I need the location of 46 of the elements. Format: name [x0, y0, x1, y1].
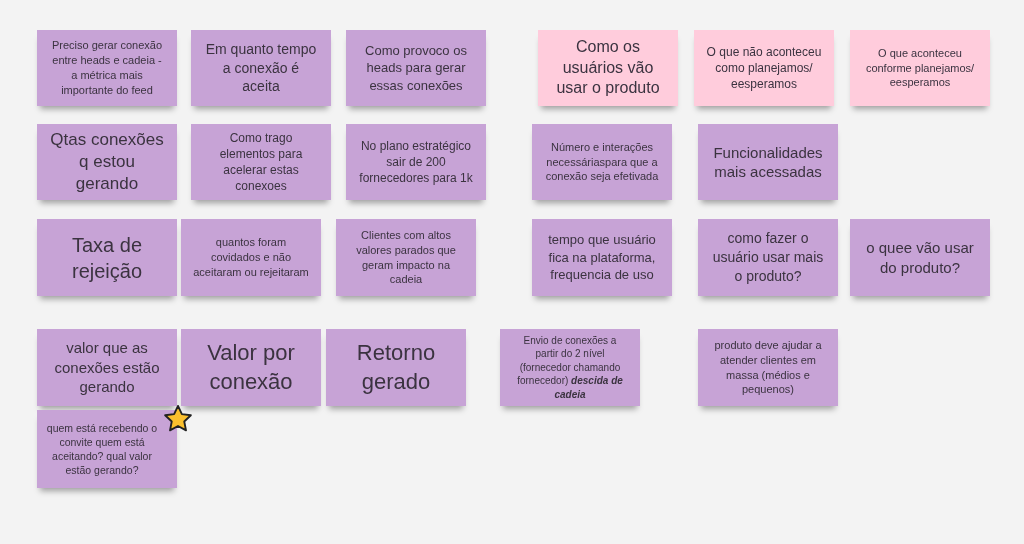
sticky-note: [850, 30, 990, 106]
sticky-note: [37, 124, 177, 200]
note-text: O que aconteceu conforme planejamos/ eesperamos: [864, 45, 976, 91]
note-text: Retorno gerado: [355, 338, 437, 396]
note-text: Como os usuários vão usar o produto: [555, 36, 661, 99]
note-text: como fazer o usuário usar mais o produto?: [711, 229, 825, 286]
sticky-note: [336, 219, 476, 296]
sticky-note: [191, 30, 331, 106]
note-text: o quee vão usar do produto?: [865, 238, 975, 277]
sticky-note: [694, 30, 834, 106]
sticky-note: [37, 30, 177, 106]
note-text: Qtas conexões q estou gerando: [49, 128, 165, 196]
sticky-note: [532, 124, 672, 200]
sticky-note: [500, 329, 640, 406]
sticky-note: [37, 219, 177, 296]
sticky-note: [181, 219, 321, 296]
sticky-note: [346, 124, 486, 200]
sticky-note: [698, 329, 838, 406]
sticky-note: [698, 219, 838, 296]
note-text: O que não aconteceu como planejamos/ eesperamos: [706, 43, 822, 93]
sticky-note: [538, 30, 678, 106]
sticky-note: [532, 219, 672, 296]
sticky-note: [37, 410, 177, 488]
sticky-note: [850, 219, 990, 296]
sticky-note: [181, 329, 321, 406]
sticky-note: [326, 329, 466, 406]
note-text: produto deve ajudar a atender clientes em massa (médios e pequenos): [713, 337, 823, 398]
sticky-note: [37, 329, 177, 406]
note-text: Clientes com altos valores parados que geram impacto na cadeia: [355, 227, 457, 288]
note-text: Preciso gerar conexão entre heads e cadeia - a métrica mais importante do feed: [50, 38, 164, 98]
sticky-note: [698, 124, 838, 200]
note-text: Em quanto tempo a conexão é aceita: [204, 39, 318, 97]
note-text: Valor por conexão: [206, 338, 296, 396]
sticky-note: [346, 30, 486, 106]
note-text: Envio de conexões a partir do 2 nível (fornecedor chamando fornecedor) descida de cadeia: [516, 333, 624, 402]
note-text: Como provoco os heads para gerar essas conexões: [364, 41, 468, 95]
note-text: valor que as conexões estão gerando: [53, 338, 161, 397]
sticky-note: [191, 124, 331, 200]
note-text: tempo que usuário fica na plataforma, frequencia de uso: [547, 231, 657, 284]
note-text: quem está recebendo o convite quem está aceitando? qual valor estão gerando?: [45, 420, 159, 478]
note-text: Como trago elementos para acelerar estas conexoes: [218, 129, 304, 195]
note-text: No plano estratégico sair de 200 fornecedores para 1k: [358, 137, 474, 187]
note-text: quantos foram covidados e não aceitaram ou rejeitaram: [193, 235, 309, 280]
note-text: Número e interações necessáriaspara que a conexão seja efetivada: [544, 139, 660, 185]
note-text: Funcionalidades mais acessadas: [712, 142, 824, 182]
note-text: Taxa de rejeição: [70, 232, 144, 284]
